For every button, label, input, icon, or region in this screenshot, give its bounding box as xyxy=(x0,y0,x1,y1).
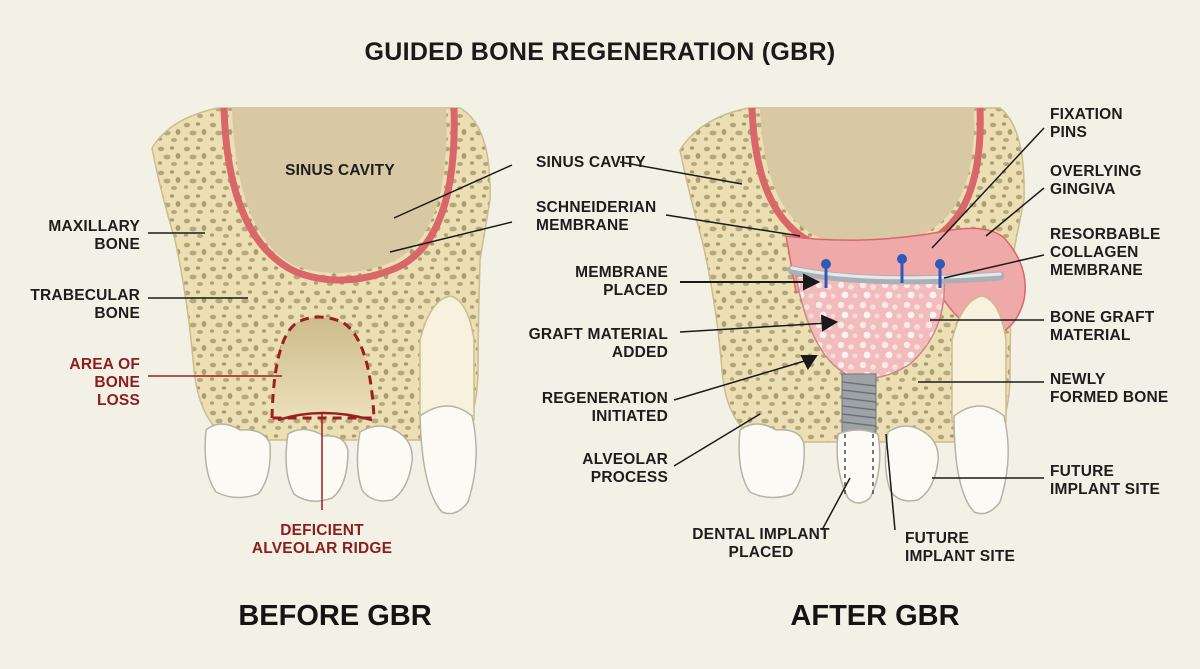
label-trabecular-bone: TRABECULAR BONE xyxy=(30,287,140,322)
after-diagram xyxy=(679,107,1026,515)
label-future-implant-site-right: FUTURE IMPLANT SITE xyxy=(1050,463,1161,498)
canine-crown xyxy=(419,405,477,515)
caption-before-gbr: BEFORE GBR xyxy=(238,600,432,632)
label-overlying-gingiva: OVERLYING GINGIVA xyxy=(1050,163,1142,198)
future-implant-crown xyxy=(836,429,881,504)
caption-after-gbr: AFTER GBR xyxy=(790,600,960,632)
label-maxillary-bone: MAXILLARY BONE xyxy=(48,218,140,253)
canine-crown-after xyxy=(953,405,1009,515)
bone-loss-area xyxy=(270,315,376,420)
label-schneiderian-membrane: SCHNEIDERIAN MEMBRANE xyxy=(536,199,657,234)
label-area-of-bone-loss: AREA OF BONE LOSS xyxy=(69,356,140,409)
sinus-cavity-before xyxy=(232,108,447,274)
ridge-crest xyxy=(277,411,373,422)
leader-lines xyxy=(148,127,1045,531)
collagen-membrane xyxy=(787,265,1005,285)
page-title: GUIDED BONE REGENERATION (GBR) xyxy=(364,38,836,66)
label-deficient-alveolar-ridge: DEFICIENT ALVEOLAR RIDGE xyxy=(251,522,393,557)
label-bone-graft-material: BONE GRAFT MATERIAL xyxy=(1050,309,1155,344)
tooth-1 xyxy=(204,423,271,499)
tooth-2 xyxy=(285,428,349,502)
label-regeneration-initiated: REGENERATION INITIATED xyxy=(541,390,668,425)
schneiderian-membrane-before xyxy=(220,107,458,284)
dental-implant xyxy=(841,373,877,433)
canine-root xyxy=(419,295,475,421)
bone-graft-material xyxy=(795,275,946,379)
label-sinus-cavity-before: SINUS CAVITY xyxy=(285,162,395,179)
label-fixation-pins: FIXATION PINS xyxy=(1050,106,1123,141)
label-membrane-placed: MEMBRANE PLACED xyxy=(575,264,668,299)
label-graft-material-added: GRAFT MATERIAL ADDED xyxy=(528,326,668,361)
canine-root-after xyxy=(951,295,1007,423)
tooth-3 xyxy=(356,425,413,502)
before-diagram xyxy=(151,107,491,515)
collagen-membrane-highlight xyxy=(790,266,1002,280)
label-sinus-cavity-after: SINUS CAVITY xyxy=(536,154,646,171)
sinus-cavity-after xyxy=(760,108,975,245)
tooth-after-3 xyxy=(884,425,939,502)
arrows xyxy=(680,273,839,370)
label-newly-formed-bone: NEWLY FORMED BONE xyxy=(1050,371,1169,406)
fixation-pins xyxy=(821,254,945,288)
label-alveolar-process: ALVEOLAR PROCESS xyxy=(582,451,668,486)
tooth-after-1 xyxy=(738,423,805,499)
label-resorbable-collagen-membrane: RESORBABLE COLLAGEN MEMBRANE xyxy=(1050,226,1161,279)
label-dental-implant-placed: DENTAL IMPLANT PLACED xyxy=(692,526,830,561)
label-future-implant-site-bottom: FUTURE IMPLANT SITE xyxy=(905,530,1016,565)
